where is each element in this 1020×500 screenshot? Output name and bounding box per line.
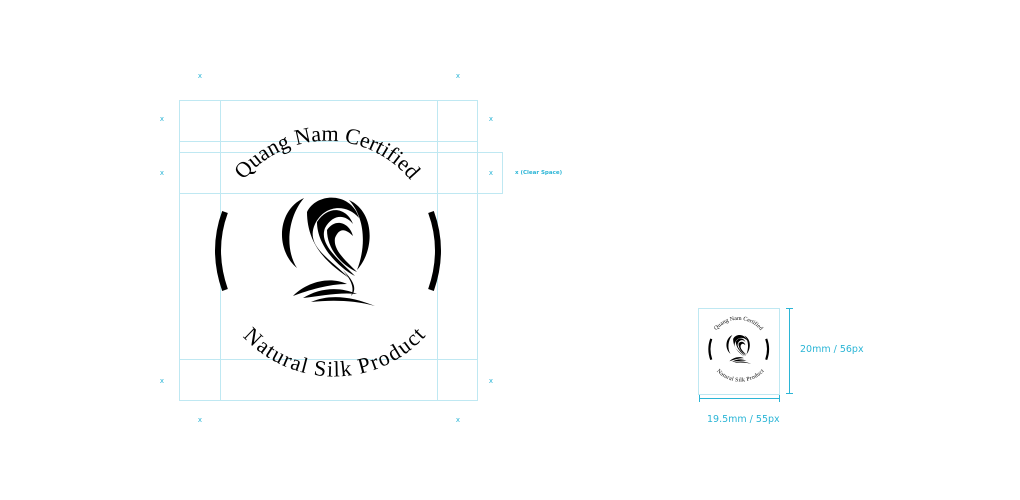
logo-right-bracket	[428, 210, 441, 291]
clear-space-marker: x	[159, 115, 165, 123]
logo-left-bracket	[708, 338, 713, 361]
clear-space-marker: x	[455, 72, 461, 80]
logo-large: Quang Nam Certified Natural Silk Product	[215, 121, 441, 382]
logo-right-bracket	[765, 338, 770, 361]
clear-space-marker: x	[197, 72, 203, 80]
min-height-label: 20mm / 56px	[800, 344, 864, 355]
min-width-label: 19.5mm / 55px	[707, 414, 780, 425]
logo-left-bracket	[215, 210, 228, 291]
silk-ribbon-q-icon	[726, 335, 752, 364]
clear-space-marker: x	[159, 377, 165, 385]
clear-space-marker: x	[455, 416, 461, 424]
clear-space-marker: x	[488, 169, 494, 177]
clear-space-marker: x	[197, 416, 203, 424]
clear-space-label: x (Clear Space)	[515, 170, 563, 176]
clear-space-marker: x	[488, 115, 494, 123]
clear-space-marker: x	[159, 169, 165, 177]
logo-small: Quang Nam Certified Natural Silk Product	[708, 316, 770, 384]
logo-bottom-text: Natural Silk Product	[715, 368, 766, 384]
logo-top-text: Quang Nam Certified	[713, 316, 764, 332]
silk-ribbon-q-icon	[281, 197, 375, 306]
clear-space-marker: x	[488, 377, 494, 385]
